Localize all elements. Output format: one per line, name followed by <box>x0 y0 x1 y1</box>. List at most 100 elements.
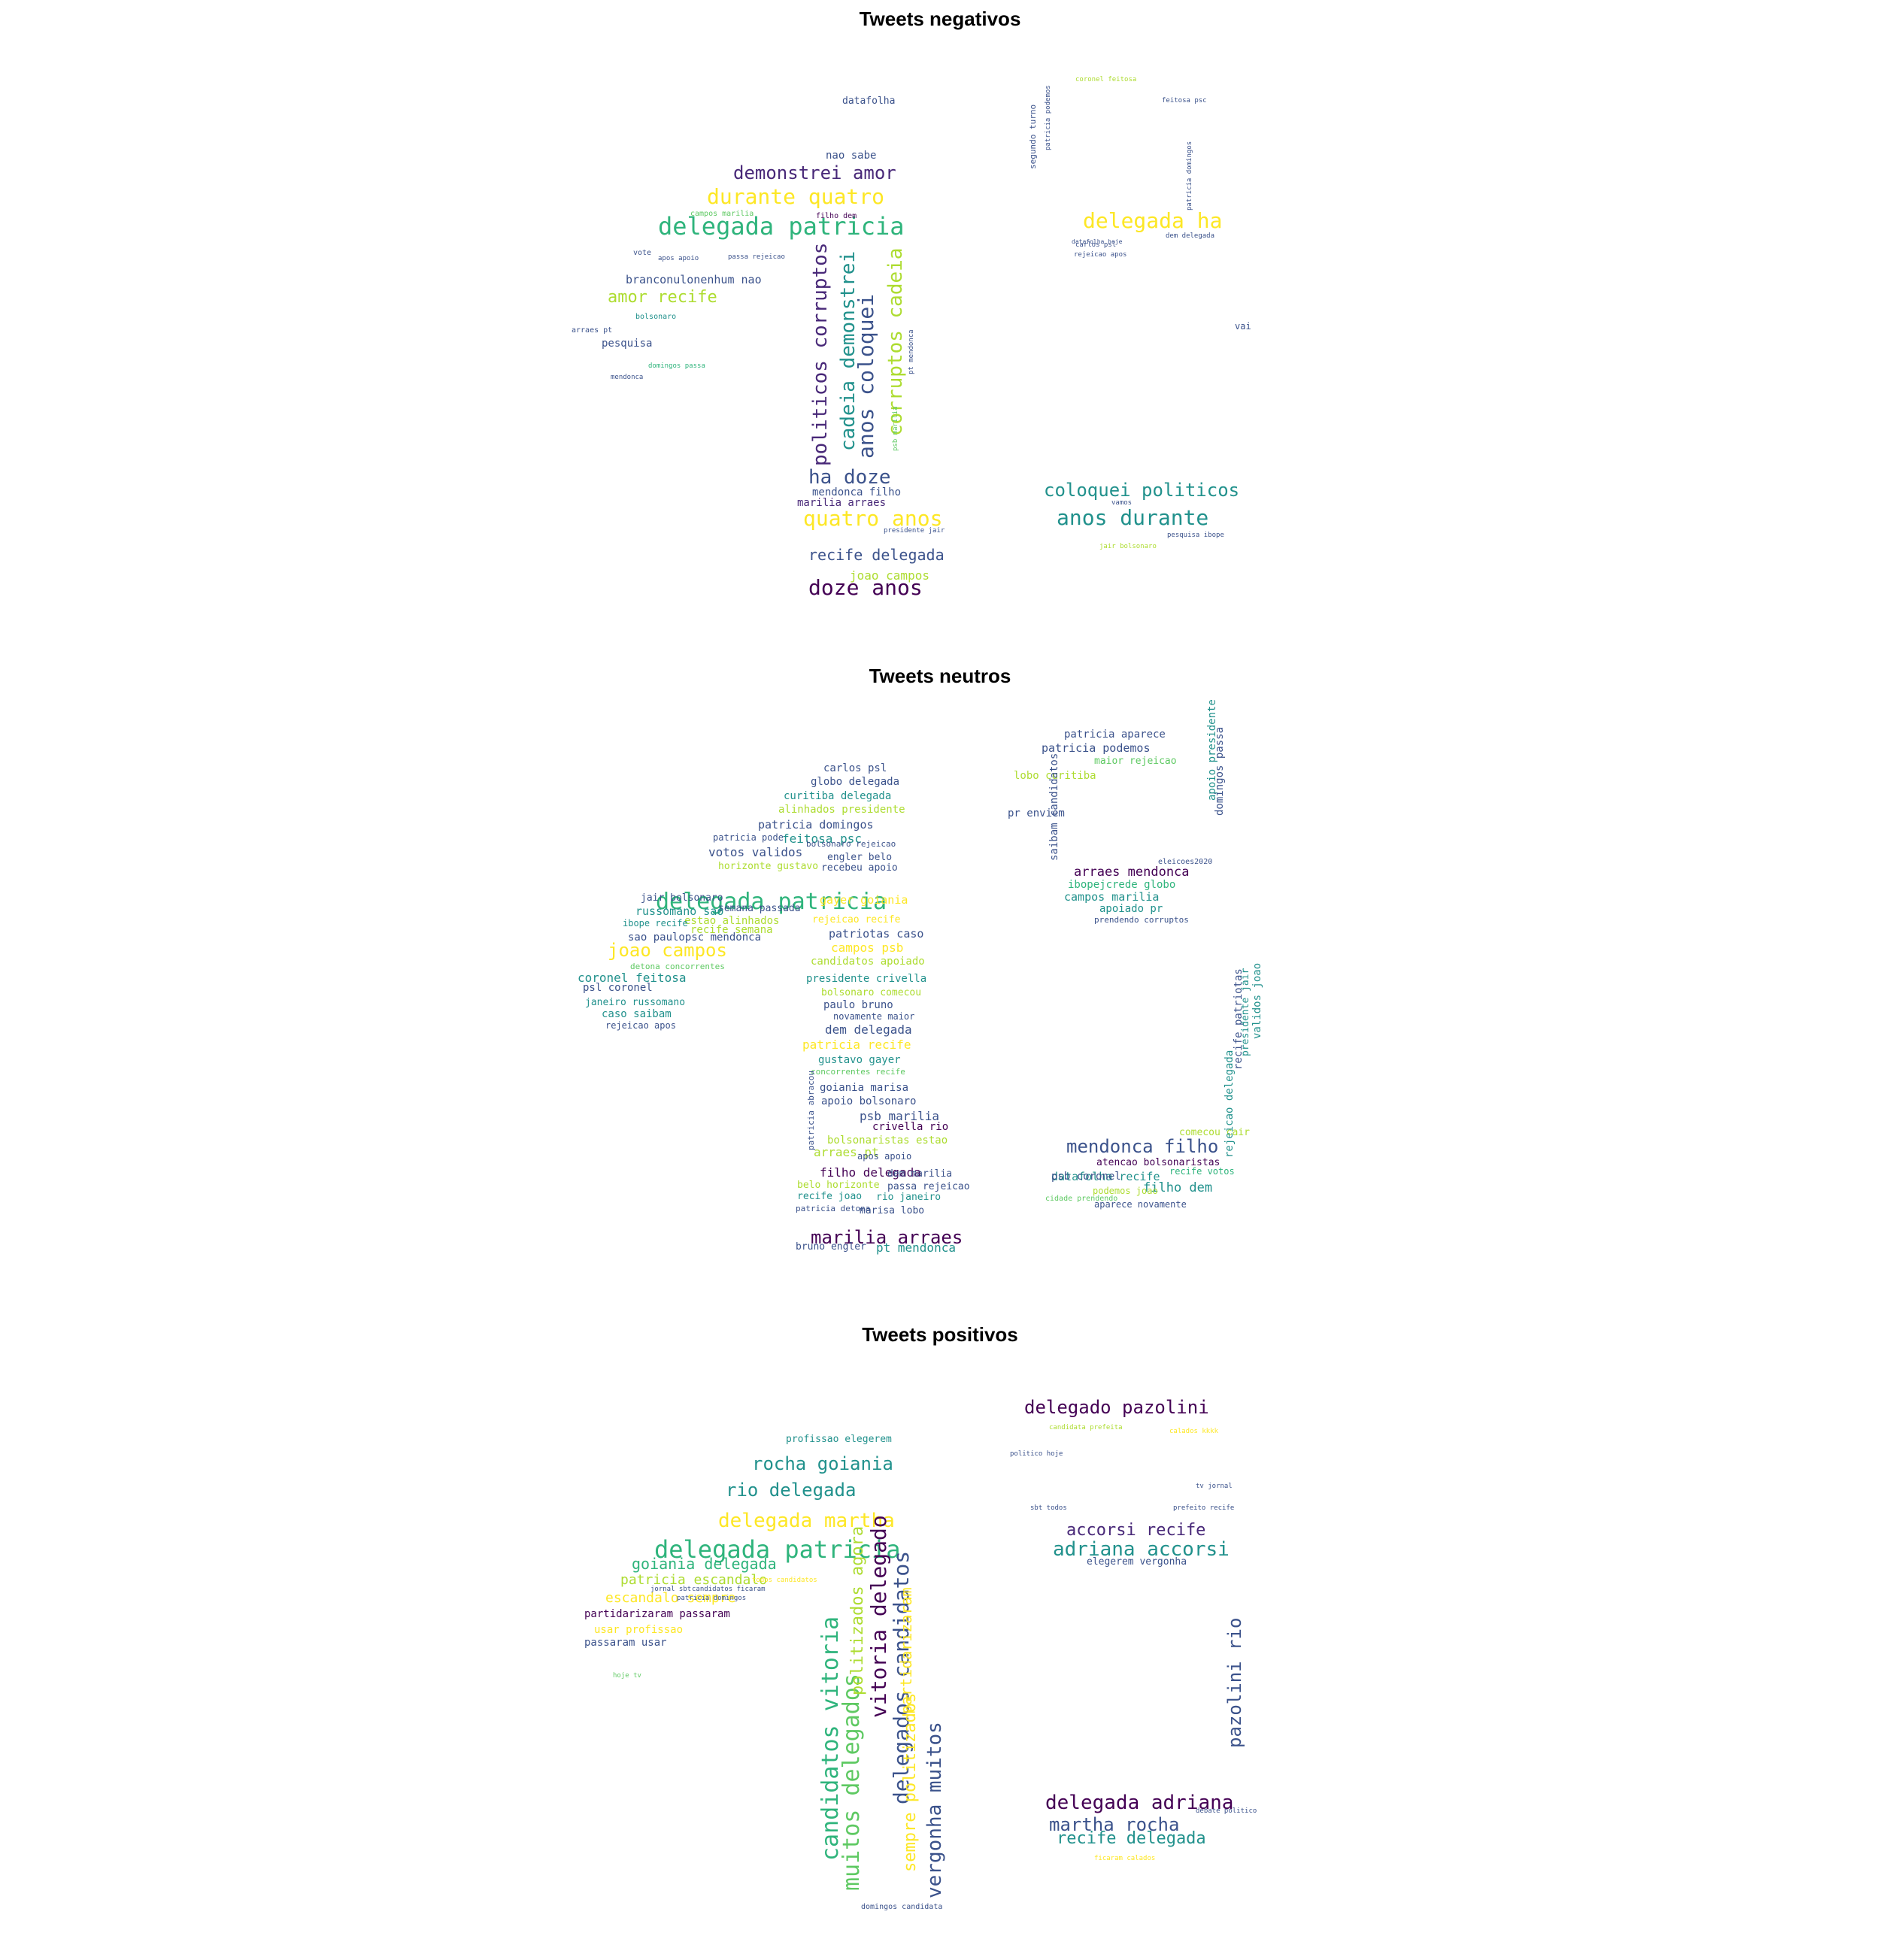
cloud-word: podemos joao <box>1093 1186 1158 1196</box>
cloud-word: belo horizonte <box>797 1180 880 1191</box>
cloud-word: branconulonenhum nao <box>626 273 762 286</box>
cloud-word: politico hoje <box>1010 1450 1063 1458</box>
cloud-word: patricia podemos <box>1042 741 1151 755</box>
cloud-word: nao sabe <box>826 150 877 162</box>
cloud-word: datafolha <box>842 95 896 107</box>
panel-title: Tweets negativos <box>859 8 1021 30</box>
cloud-word: rejeicao recife <box>812 914 901 925</box>
cloud-word: domingos passa <box>648 362 705 370</box>
cloud-word: psb marilia <box>892 406 899 451</box>
cloud-word: bolsonaristas estao <box>827 1134 948 1147</box>
cloud-word: dem marilia <box>887 1168 953 1180</box>
cloud-word: anos coloquei <box>854 293 878 459</box>
cloud-word: caso saibam <box>602 1008 672 1020</box>
cloud-word: prendendo corruptos <box>1094 915 1189 925</box>
cloud-word: saibam candidatos <box>1048 753 1060 861</box>
cloud-word: apoiado pr <box>1099 903 1163 915</box>
cloud-word: recebeu apoio <box>821 862 898 874</box>
cloud-word: patricia domingos <box>758 818 874 832</box>
cloud-word: vamos <box>1111 499 1133 507</box>
cloud-word: prefeito recife <box>1173 1504 1235 1512</box>
cloud-word: estao alinhados <box>684 915 780 927</box>
cloud-word: mendonca filho <box>812 486 902 498</box>
cloud-word: presidente jair <box>884 527 945 535</box>
cloud-word: presidente crivella <box>806 973 927 985</box>
cloud-word: escandalo sempre <box>605 1590 736 1606</box>
cloud-word: patriotas caso <box>829 927 924 941</box>
cloud-word: apos apoio <box>658 255 699 262</box>
cloud-word: psb marilia <box>860 1109 939 1123</box>
cloud-word: recife joao <box>797 1191 863 1202</box>
cloud-word: feitosa psc <box>782 832 862 846</box>
cloud-word: horizonte gustavo <box>718 861 819 872</box>
cloud-word: ibopejcrede globo <box>1068 879 1176 891</box>
cloud-word: ibope recife <box>623 918 688 929</box>
cloud-word: coloquei politicos <box>1044 480 1240 501</box>
cloud-word: sempre politizados <box>901 1692 920 1872</box>
cloud-word: pt mendonca <box>876 1241 956 1255</box>
cloud-word: concorrentes recife <box>811 1067 905 1077</box>
cloud-word: tv jornal <box>1196 1483 1233 1490</box>
cloud-word: jornal sbt <box>650 1586 692 1593</box>
cloud-word: dem delegada <box>825 1022 912 1037</box>
cloud-word: delegada martha <box>718 1510 895 1532</box>
cloud-word: jair bolsonaro <box>1099 543 1157 550</box>
cloud-word: rio janeiro <box>876 1192 942 1203</box>
cloud-word: vergonha muitos <box>923 1722 946 1898</box>
cloud-word: rejeicao apos <box>1074 251 1127 259</box>
cloud-word: amor recife <box>608 288 717 307</box>
cloud-word: anos durante <box>1057 505 1209 530</box>
cloud-word: bolsonaro rejeicao <box>806 839 896 849</box>
cloud-word: sbt todos <box>1030 1504 1067 1512</box>
cloud-word: politizados agora <box>848 1525 867 1695</box>
cloud-word: novamente maior <box>833 1011 915 1022</box>
cloud-word: bolsonaro comecou <box>821 987 922 998</box>
cloud-word: coronel feitosa <box>578 971 687 985</box>
cloud-word: rio delegada <box>726 1480 857 1501</box>
cloud-word: arraes pt <box>814 1145 879 1159</box>
cloud-word: recife votos <box>1169 1166 1235 1177</box>
cloud-word: engler belo <box>827 852 893 863</box>
cloud-word: bruno engler <box>796 1241 866 1253</box>
cloud-word: paulo bruno <box>823 999 893 1011</box>
cloud-word: elegerem vergonha <box>1087 1556 1187 1568</box>
cloud-word: ficaram calados <box>1094 1855 1156 1862</box>
cloud-word: domingos candidata <box>861 1903 943 1911</box>
cloud-word: campos marilia <box>690 210 754 218</box>
cloud-word: delegada patricia <box>656 889 887 915</box>
cloud-word: sao paulopsc mendonca <box>628 932 762 944</box>
cloud-word: gayer goiania <box>820 893 908 907</box>
cloud-word: janeiro russomano <box>585 997 686 1008</box>
cloud-word: cidade prendendo <box>1045 1195 1118 1203</box>
cloud-word: carlos psl <box>1075 241 1117 249</box>
cloud-word: marisa lobo <box>860 1205 925 1216</box>
cloud-word: todos candidatos <box>752 1577 817 1584</box>
cloud-word: jair bolsonaro <box>641 892 723 904</box>
cloud-word: vai <box>1235 321 1251 332</box>
cloud-word: usar profissao <box>594 1624 684 1636</box>
panel-title: Tweets positivos <box>862 1323 1018 1346</box>
cloud-word: dem delegada <box>1166 232 1215 240</box>
cloud-word: patricia pode <box>713 832 784 843</box>
cloud-word: mendonca <box>611 374 644 381</box>
cloud-word: debate politico <box>1196 1807 1257 1815</box>
cloud-word: patricia recife <box>802 1038 911 1052</box>
cloud-word: presidente jair <box>1240 968 1251 1056</box>
cloud-word: recife delegada <box>1057 1829 1206 1848</box>
cloud-word: vitoria delegado <box>866 1515 891 1718</box>
cloud-word: domingos passa <box>1214 726 1226 816</box>
cloud-word: goiania delegada <box>632 1555 777 1573</box>
cloud-word: demonstrei amor <box>733 162 896 183</box>
cloud-word: muitos delegados <box>838 1674 865 1891</box>
cloud-word: votos validos <box>708 845 803 859</box>
cloud-word: vote <box>633 249 652 257</box>
cloud-word: politicos corruptos <box>809 242 832 466</box>
cloud-word: patricia detona <box>796 1204 871 1213</box>
cloud-word: patricia podemos <box>1045 85 1052 150</box>
cloud-word: calados kkkk <box>1169 1428 1219 1435</box>
cloud-word: arraes mendonca <box>1074 865 1190 880</box>
cloud-word: comecou cair <box>1179 1127 1250 1138</box>
cloud-word: detona concorrentes <box>630 962 725 971</box>
